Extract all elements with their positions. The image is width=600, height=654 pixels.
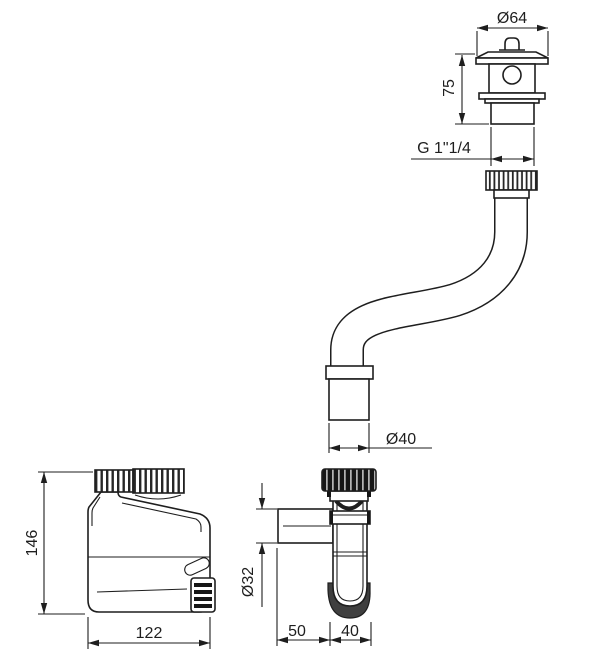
- trap-front-view: [277, 468, 377, 619]
- arrowhead: [458, 113, 466, 124]
- dim-label-trap-width: 122: [136, 625, 163, 642]
- dim-label-thread-size: G 1"1/4: [417, 140, 471, 157]
- trap-front-seam-lines: [333, 551, 367, 557]
- dimension-tube-diameter: Ø40: [328, 423, 432, 453]
- dimension-plug-height: 75: [441, 53, 489, 125]
- arrowhead: [358, 444, 369, 452]
- trap-side-inner-wall-left: [91, 496, 101, 526]
- dim-label-trap-height: 146: [24, 530, 41, 557]
- neck-tab: [327, 491, 331, 497]
- dim-label-outlet-diameter: Ø32: [240, 567, 257, 597]
- collar-edge: [330, 511, 333, 524]
- outlet-boss-edge: [184, 557, 210, 576]
- top-nut: [321, 468, 377, 492]
- dimension-outlet-diameter: Ø32: [240, 483, 277, 607]
- plug-body: [488, 63, 536, 94]
- extension-line: [455, 53, 489, 125]
- inlet-nut-right: [132, 468, 185, 494]
- plug-flange-rim: [475, 57, 549, 65]
- collar-band: [329, 510, 371, 525]
- plug-overflow-hole: [502, 65, 522, 85]
- arrowhead: [329, 444, 340, 452]
- outlet-nut-ridge: [194, 583, 212, 587]
- neck: [329, 490, 369, 502]
- dim-label-tube-diameter: Ø40: [386, 431, 416, 448]
- arrowhead: [258, 543, 266, 554]
- dimension-trap-width: 122: [87, 617, 211, 649]
- extension-line: [490, 127, 535, 166]
- inlet-nut-left: [94, 469, 134, 493]
- slip-nut-neck: [493, 189, 530, 199]
- dimension-thread-size: G 1"1/4: [411, 127, 535, 166]
- plug-washer: [478, 92, 546, 100]
- trap-side-shoulder-arc: [134, 494, 182, 500]
- plug-knob: [504, 37, 520, 50]
- trap-side-inner-wall-right: [121, 502, 202, 532]
- extension-line: [256, 508, 277, 544]
- arrowhead: [330, 636, 341, 644]
- collar-edge: [367, 511, 370, 524]
- dim-label-outlet-length: 50: [288, 623, 306, 640]
- neck-tab: [367, 491, 371, 497]
- arrowhead: [523, 155, 534, 163]
- arrowhead: [40, 472, 48, 483]
- dim-label-plug-height: 75: [441, 79, 458, 97]
- dimension-trap-height: 146: [24, 471, 93, 615]
- extension-line: [276, 548, 372, 646]
- extension-line: [87, 617, 211, 649]
- trap-side-weld-line: [96, 588, 188, 593]
- dimension-body-width: 40: [330, 623, 371, 644]
- dim-label-plug-diameter: Ø64: [497, 10, 527, 27]
- plug-flange-cone: [475, 51, 549, 59]
- arrowhead: [319, 636, 330, 644]
- arrowhead: [537, 24, 548, 32]
- arrowhead: [477, 24, 488, 32]
- outlet-nut-ridge: [194, 597, 212, 601]
- s-tube-bore: [331, 197, 527, 368]
- dimension-plug-diameter: Ø64: [476, 10, 549, 56]
- arrowhead: [40, 603, 48, 614]
- slip-nut: [485, 170, 538, 191]
- inner-dome-arc: [334, 499, 364, 511]
- arrowhead: [491, 155, 502, 163]
- arrowhead: [258, 498, 266, 509]
- arrowhead: [199, 639, 210, 647]
- basin-plug-view: [475, 37, 549, 125]
- arrowhead: [88, 639, 99, 647]
- dimension-outlet-length: 50: [276, 548, 372, 646]
- extension-line: [38, 471, 93, 615]
- tube-end-sleeve: [325, 365, 374, 380]
- arrowhead: [458, 55, 466, 66]
- extension-line: [476, 31, 549, 56]
- tube-end-body: [328, 378, 370, 421]
- dim-label-body-width: 40: [341, 623, 359, 640]
- arrowhead: [277, 636, 288, 644]
- trap-front-inner-wall: [336, 500, 364, 602]
- arrowhead: [360, 636, 371, 644]
- plug-threaded-tail: [490, 102, 535, 125]
- outlet-nut-ridge: [194, 604, 212, 608]
- outlet-nut-ridge: [194, 590, 212, 594]
- s-bend-tube-view: [325, 170, 538, 421]
- trap-side-view: [87, 468, 216, 613]
